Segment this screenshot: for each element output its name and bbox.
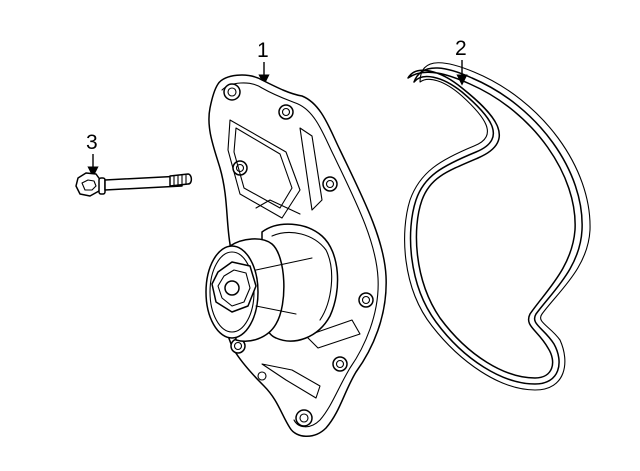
gasket-illustration: [404, 62, 591, 391]
callout-3: 3: [86, 131, 99, 178]
callout-3-number: 3: [86, 131, 98, 154]
water-pump-illustration: [205, 74, 387, 437]
callout-1-number: 1: [257, 39, 269, 62]
callout-2-number: 2: [455, 37, 467, 60]
callout-1: 1: [257, 39, 270, 86]
bolt-illustration: [75, 172, 193, 197]
callout-2: 2: [455, 37, 468, 86]
